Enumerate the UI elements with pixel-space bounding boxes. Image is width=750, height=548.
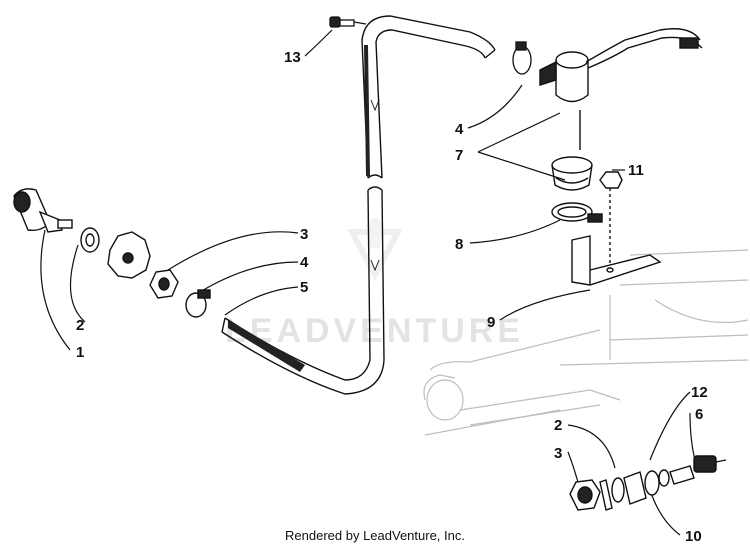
hex-nut-icon: [599, 171, 623, 270]
callout-4-top: 4: [455, 121, 464, 138]
callout-9: 9: [487, 314, 495, 331]
callout-7: 7: [455, 147, 463, 164]
callout-6: 6: [695, 406, 703, 423]
hose-clamp-icon: [551, 202, 603, 223]
callout-3-right: 3: [554, 445, 562, 462]
callout-2-left: 2: [76, 317, 84, 334]
mounting-bracket-icon: [571, 235, 662, 286]
hose-shading: [228, 320, 305, 372]
hex-nut-left-icon: [149, 269, 179, 299]
watermark-text: LEADVENTURE: [225, 312, 524, 350]
valve-assembly-icon: [569, 455, 727, 511]
render-credit: Rendered by LeadVenture, Inc.: [285, 528, 465, 543]
callout-11: 11: [628, 162, 644, 179]
hose-shading-vertical: [364, 45, 370, 176]
hose-clamp-left-icon: [185, 289, 211, 318]
callout-13: 13: [284, 49, 301, 66]
callout-3-left: 3: [300, 226, 308, 243]
callout-12: 12: [691, 384, 708, 401]
hose-clamp-top-icon: [512, 41, 532, 75]
washer-left-icon: [80, 227, 100, 253]
lever-plate-icon: [107, 231, 151, 279]
shutoff-knob-icon: [13, 188, 73, 233]
leader-lines: [40, 29, 696, 536]
callout-5: 5: [300, 279, 308, 296]
callout-2-right: 2: [554, 417, 562, 434]
callout-1: 1: [76, 344, 84, 361]
frame-outline: [423, 249, 749, 436]
callout-labels: 13 4 7 11 8 9 3 4 5 2 1 12 6 2 3 10: [76, 49, 708, 545]
watermark-logo: [346, 218, 404, 282]
callout-4-left: 4: [300, 254, 309, 271]
fuel-pump-icon: [539, 28, 703, 150]
vent-fitting-icon: [329, 16, 367, 28]
callout-8: 8: [455, 236, 463, 253]
callout-10: 10: [685, 528, 702, 545]
mounting-clamp-icon: [551, 156, 593, 191]
